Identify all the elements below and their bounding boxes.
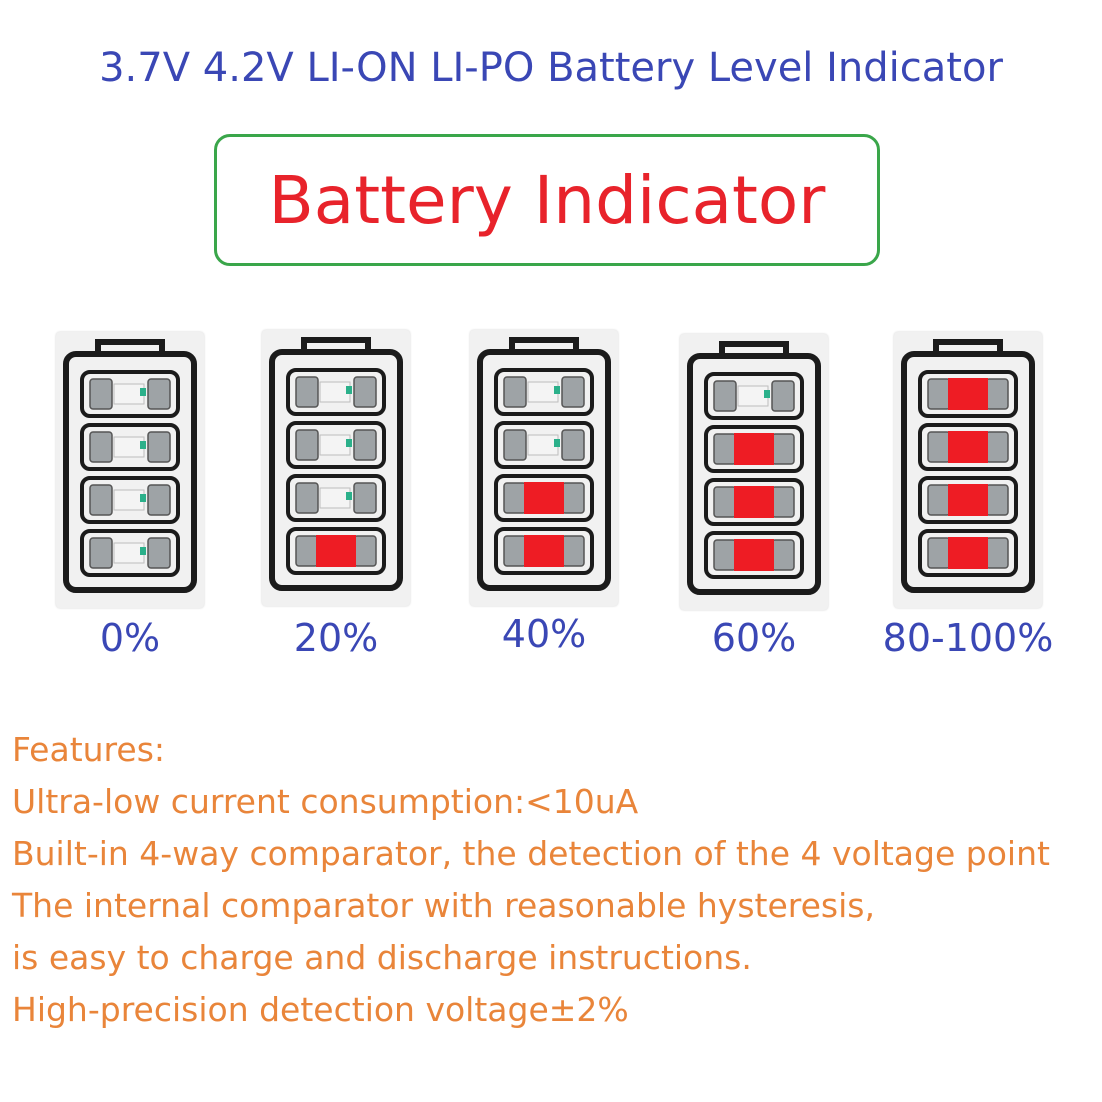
battery-board-0 — [56, 332, 204, 608]
battery-cap — [95, 339, 165, 352]
led-lit — [734, 486, 774, 518]
feature-line: Built-in 4-way comparator, the detection… — [12, 834, 1050, 873]
led-cell — [704, 531, 804, 579]
battery-label-0: 0% — [99, 616, 161, 660]
led-cell — [494, 368, 594, 416]
led-lit — [734, 433, 774, 465]
led-off — [113, 383, 145, 405]
led-lit — [316, 535, 356, 567]
battery-label-4: 80-100% — [882, 616, 1054, 660]
led-cell — [494, 421, 594, 469]
battery-board-4 — [894, 332, 1042, 608]
led-lit — [524, 482, 564, 514]
led-cell — [918, 423, 1018, 471]
led-cell — [704, 372, 804, 420]
led-lit — [734, 539, 774, 571]
led-cell — [286, 474, 386, 522]
battery-cap — [509, 337, 579, 350]
led-cell — [286, 421, 386, 469]
battery-board-1 — [262, 330, 410, 606]
feature-line: High-precision detection voltage±2% — [12, 990, 629, 1029]
led-cell — [80, 370, 180, 418]
battery-outline — [901, 351, 1035, 593]
led-off — [113, 542, 145, 564]
led-cell — [80, 476, 180, 524]
feature-line: is easy to charge and discharge instruct… — [12, 938, 752, 977]
battery-outline — [269, 349, 403, 591]
battery-label-2: 40% — [501, 612, 587, 656]
page-title: 3.7V 4.2V LI-ON LI-PO Battery Level Indi… — [99, 45, 1003, 91]
led-cell — [918, 529, 1018, 577]
led-off — [737, 385, 769, 407]
led-off — [319, 434, 351, 456]
led-cell — [80, 529, 180, 577]
battery-outline — [477, 349, 611, 591]
led-cell — [704, 425, 804, 473]
battery-outline — [63, 351, 197, 593]
battery-outline — [687, 353, 821, 595]
led-cell — [80, 423, 180, 471]
led-off — [319, 487, 351, 509]
led-off — [319, 381, 351, 403]
led-lit — [948, 378, 988, 410]
battery-cap — [719, 341, 789, 354]
led-lit — [948, 431, 988, 463]
led-cell — [494, 527, 594, 575]
led-lit — [524, 535, 564, 567]
battery-level-row: 0% 20% 40% 60% 80-100% — [0, 326, 1102, 666]
battery-indicator-frame: Battery Indicator — [214, 134, 880, 266]
led-lit — [948, 537, 988, 569]
battery-label-3: 60% — [711, 616, 797, 660]
battery-cap — [933, 339, 1003, 352]
features-heading: Features: — [12, 730, 166, 769]
led-cell — [286, 368, 386, 416]
led-cell — [494, 474, 594, 522]
battery-indicator-heading: Battery Indicator — [268, 161, 826, 239]
led-cell — [918, 476, 1018, 524]
feature-line: The internal comparator with reasonable … — [12, 886, 875, 925]
led-cell — [704, 478, 804, 526]
led-off — [527, 381, 559, 403]
led-cell — [918, 370, 1018, 418]
battery-board-3 — [680, 334, 828, 610]
led-off — [527, 434, 559, 456]
led-off — [113, 436, 145, 458]
led-off — [113, 489, 145, 511]
feature-line: Ultra-low current consumption:<10uA — [12, 782, 639, 821]
battery-board-2 — [470, 330, 618, 606]
battery-cap — [301, 337, 371, 350]
battery-label-1: 20% — [293, 616, 379, 660]
features-section: Features: Ultra-low current consumption:… — [12, 724, 1102, 1036]
led-cell — [286, 527, 386, 575]
led-lit — [948, 484, 988, 516]
